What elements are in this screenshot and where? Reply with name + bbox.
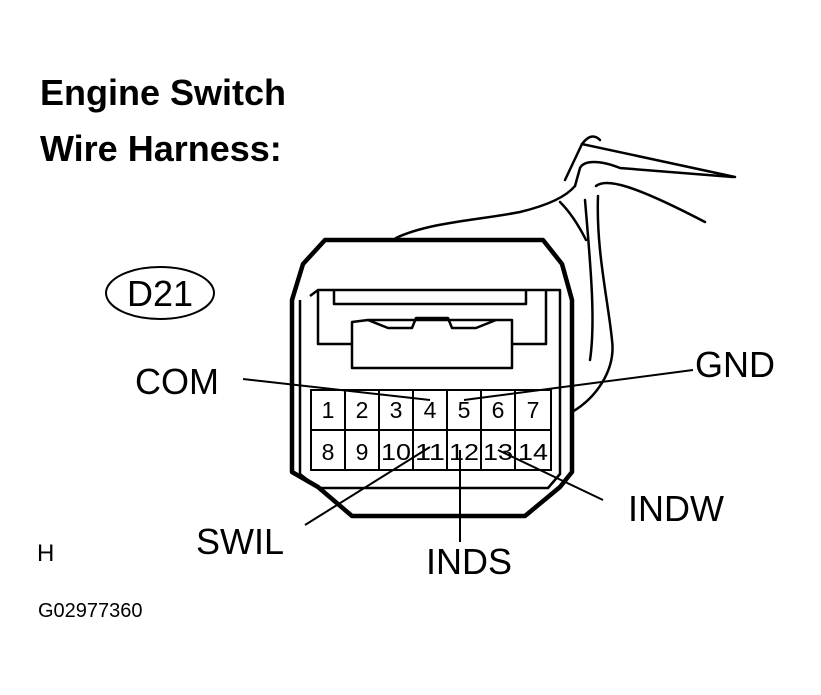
pin-10: 10 <box>381 439 411 465</box>
connector-housing <box>289 237 575 519</box>
wire-harness <box>394 135 737 414</box>
figure-code: G02977360 <box>38 600 143 622</box>
pin-grid <box>310 389 552 471</box>
pin-numbers: 1 2 3 4 5 6 7 8 9 10 11 12 13 14 <box>322 397 549 465</box>
gnd-label: GND <box>695 344 775 385</box>
pin-2: 2 <box>356 397 369 423</box>
pin-9: 9 <box>356 439 369 465</box>
pin-3: 3 <box>390 397 403 423</box>
pin-14: 14 <box>518 439 548 465</box>
inds-label: INDS <box>426 541 512 582</box>
pin-1: 1 <box>322 397 335 423</box>
locking-tab <box>316 290 548 370</box>
swil-leader-line <box>304 446 431 526</box>
pin-7: 7 <box>527 397 540 423</box>
connector-id-label: D21 <box>127 273 193 314</box>
connector-id-callout <box>105 266 215 320</box>
pin-5: 5 <box>458 397 471 423</box>
leader-lines <box>242 369 694 542</box>
pin-13: 13 <box>483 439 513 465</box>
pin-12: 12 <box>449 439 479 465</box>
pin-4: 4 <box>424 397 437 423</box>
com-leader-line <box>242 378 431 401</box>
pin-8: 8 <box>322 439 335 465</box>
diagram-title-line-1: Engine Switch <box>40 72 287 113</box>
gnd-leader-line <box>463 369 694 401</box>
indw-leader-line <box>497 449 604 501</box>
pin-6: 6 <box>492 397 505 423</box>
swil-label: SWIL <box>196 521 284 562</box>
view-marker: H <box>37 540 54 567</box>
pin-11: 11 <box>415 439 445 465</box>
indw-label: INDW <box>628 488 724 529</box>
com-label: COM <box>135 361 219 402</box>
diagram-title-line-2: Wire Harness: <box>40 128 282 169</box>
